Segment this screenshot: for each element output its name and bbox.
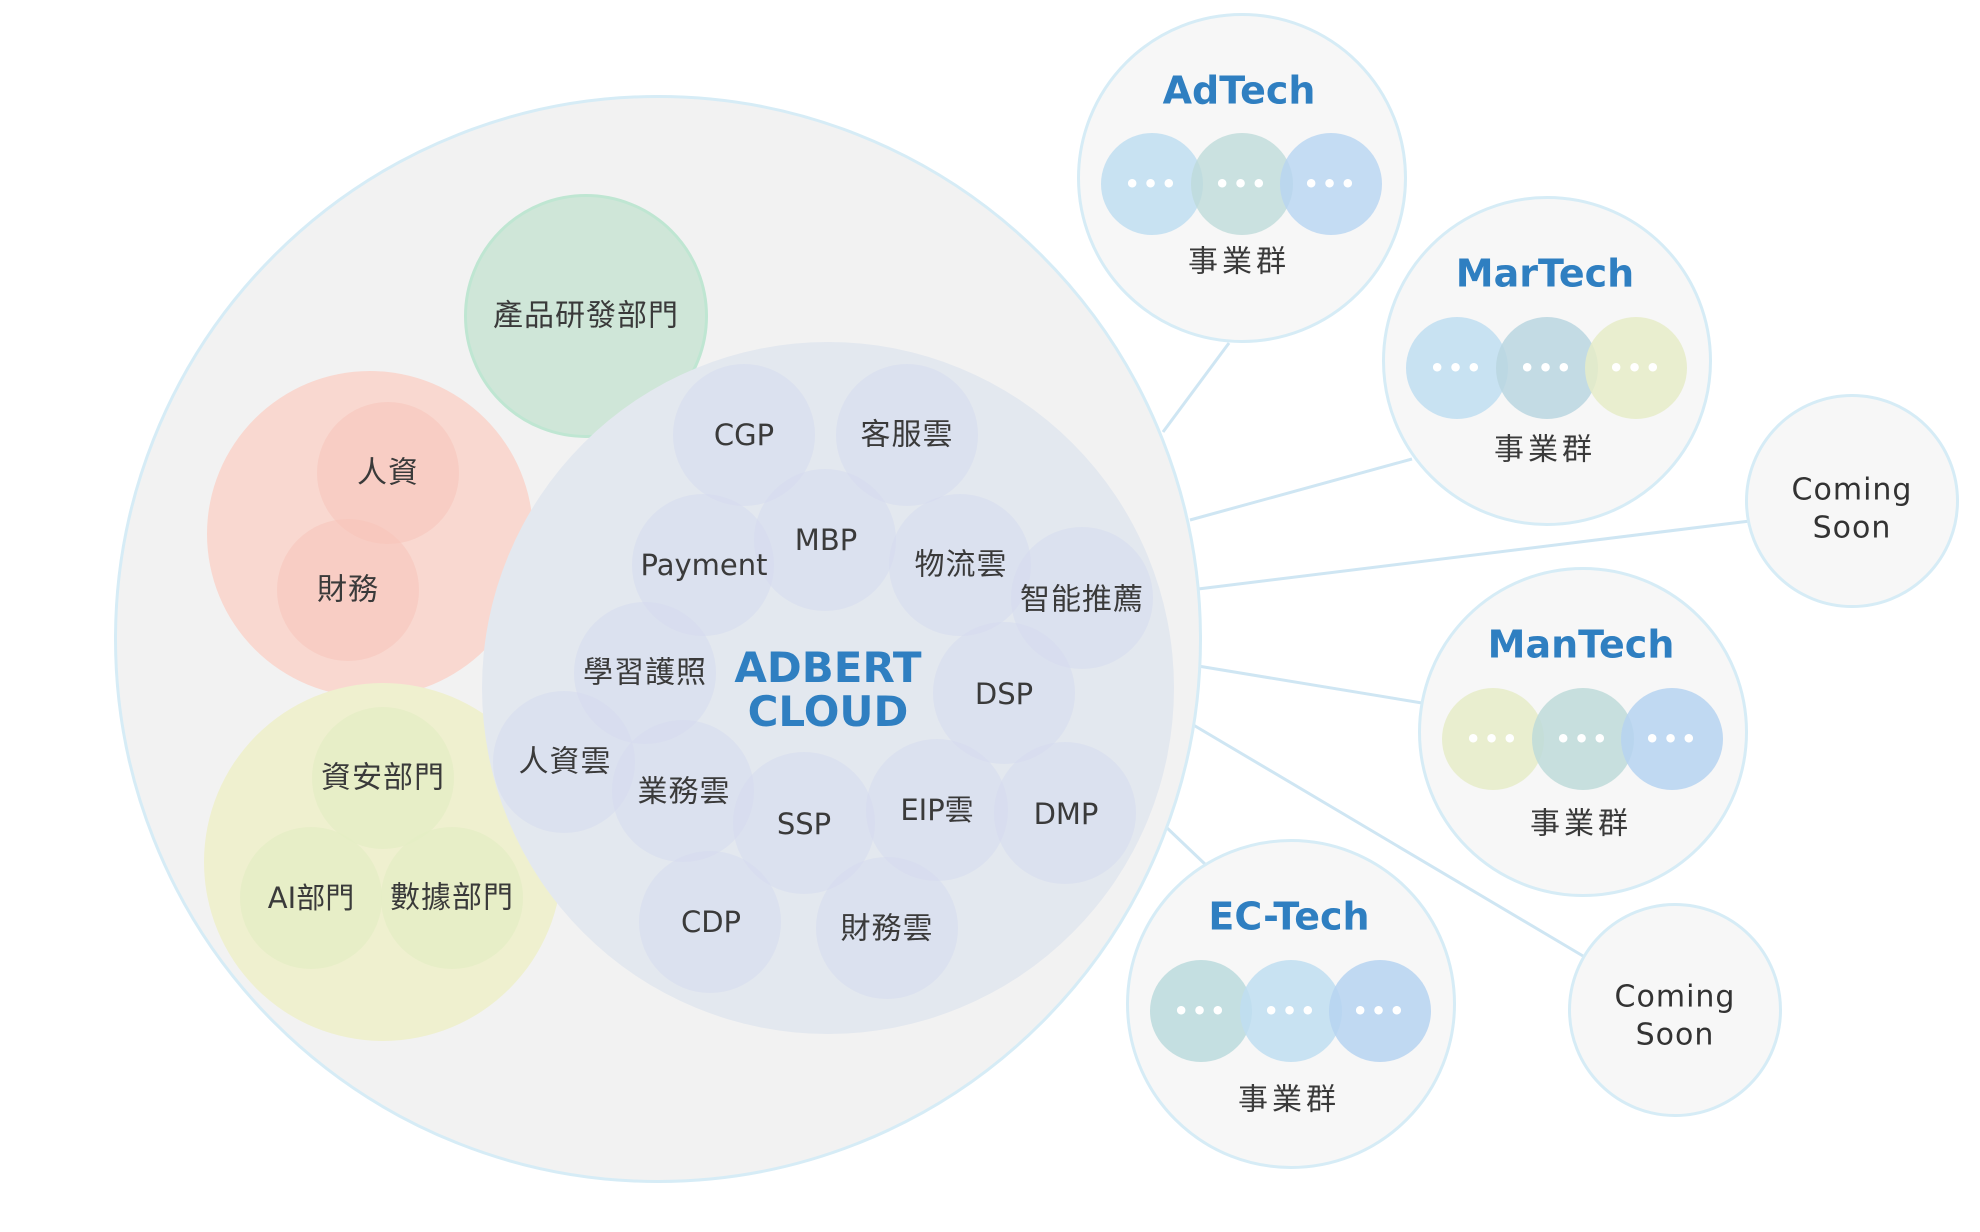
security-bubble	[312, 707, 454, 849]
connector-coming2	[1189, 721, 1584, 958]
connector-coming1	[1197, 519, 1751, 591]
hr-label: 人資	[357, 455, 419, 491]
coming-soon-2-line2: Soon	[1635, 1017, 1715, 1052]
dsp-bubble	[933, 622, 1075, 764]
product-dept-label: 產品研發部門	[493, 298, 679, 334]
mantech-subtitle: 事業群	[1530, 806, 1632, 842]
martech-dot-3	[1585, 317, 1687, 419]
coming-soon-2-line1: Coming	[1614, 979, 1736, 1015]
mantech-dot-1	[1442, 688, 1544, 790]
adtech-dot-3	[1280, 133, 1382, 235]
ectech-subtitle: 事業群	[1238, 1082, 1340, 1118]
finance-label: 財務	[317, 572, 379, 608]
mantech-dot-3	[1621, 688, 1723, 790]
ectech-dot-3	[1329, 960, 1431, 1062]
security-label: 資安部門	[321, 760, 445, 796]
data-label: 數據部門	[390, 880, 514, 916]
mantech-dot-2	[1532, 688, 1634, 790]
ai-label: AI部門	[267, 880, 355, 915]
adtech-dots-3: •••	[1303, 170, 1359, 198]
martech-title: MarTech	[1455, 251, 1635, 296]
coming-soon-2-label: Coming Soon	[1615, 979, 1736, 1054]
adbert-title-line2: CLOUD	[747, 687, 909, 736]
ectech-dot-2	[1240, 960, 1342, 1062]
mantech-title: ManTech	[1487, 622, 1675, 667]
ectech-title: EC-Tech	[1208, 894, 1370, 939]
coming-soon-1	[1745, 394, 1959, 608]
adtech-subtitle: 事業群	[1188, 244, 1290, 280]
martech-dots-3: •••	[1608, 354, 1664, 382]
martech-dots-2: •••	[1519, 354, 1575, 382]
coming-soon-1-line2: Soon	[1812, 510, 1892, 545]
logistics-cloud-bubble	[889, 494, 1031, 636]
connector-adtech	[1161, 342, 1231, 433]
business-cloud-bubble	[612, 720, 754, 862]
martech-dot-1	[1406, 317, 1508, 419]
mantech-dots-1: •••	[1465, 725, 1521, 753]
finance-cloud-bubble	[816, 857, 958, 999]
ssp-label: SSP	[776, 806, 832, 841]
martech-subtitle: 事業群	[1494, 432, 1596, 468]
connector-martech	[1189, 457, 1413, 522]
adbert-title-line1: ADBERT	[734, 642, 922, 692]
martech-dot-2	[1496, 317, 1598, 419]
adtech-dots-1: •••	[1124, 170, 1180, 198]
logistics-cloud-label: 物流雲	[914, 547, 1008, 583]
finance-cloud-label: 財務雲	[840, 911, 934, 947]
adtech-dot-1	[1101, 133, 1203, 235]
data-bubble	[381, 827, 523, 969]
adtech-title: AdTech	[1162, 68, 1316, 113]
mantech-dots-3: •••	[1644, 725, 1700, 753]
cdp-bubble	[639, 851, 781, 993]
hr-cloud-label: 人資雲	[518, 744, 612, 780]
mantech-dots-2: •••	[1555, 725, 1611, 753]
dmp-label: DMP	[1033, 796, 1099, 831]
adbert-cloud-title: ADBERT CLOUD	[734, 642, 922, 736]
mbp-bubble	[754, 469, 896, 611]
payment-label: Payment	[640, 547, 768, 582]
adtech-dot-2	[1191, 133, 1293, 235]
coming-soon-2	[1568, 903, 1782, 1117]
connector-mantech	[1197, 664, 1423, 705]
ectech-dots-1: •••	[1173, 997, 1229, 1025]
hr-cloud-bubble	[493, 691, 635, 833]
dmp-bubble	[994, 742, 1136, 884]
adtech-dots-2: •••	[1214, 170, 1270, 198]
mbp-label: MBP	[794, 522, 858, 557]
coming-soon-1-label: Coming Soon	[1792, 472, 1913, 547]
martech-dots-1: •••	[1429, 354, 1485, 382]
ai-bubble	[240, 827, 382, 969]
learning-license-label: 學習護照	[583, 655, 707, 691]
cgp-label: CGP	[713, 417, 775, 452]
connector-ectech	[1163, 824, 1209, 868]
smart-recommend-label: 智能推薦	[1020, 582, 1144, 618]
business-cloud-label: 業務雲	[637, 774, 731, 810]
ectech-dot-1	[1150, 960, 1252, 1062]
ectech-dots-2: •••	[1263, 997, 1319, 1025]
cdp-label: CDP	[680, 904, 742, 939]
eip-cloud-label: EIP雲	[900, 792, 974, 827]
ectech-dots-3: •••	[1352, 997, 1408, 1025]
service-cloud-label: 客服雲	[860, 417, 954, 453]
coming-soon-1-line1: Coming	[1791, 472, 1913, 508]
finance-bubble	[277, 519, 419, 661]
dsp-label: DSP	[974, 676, 1034, 711]
